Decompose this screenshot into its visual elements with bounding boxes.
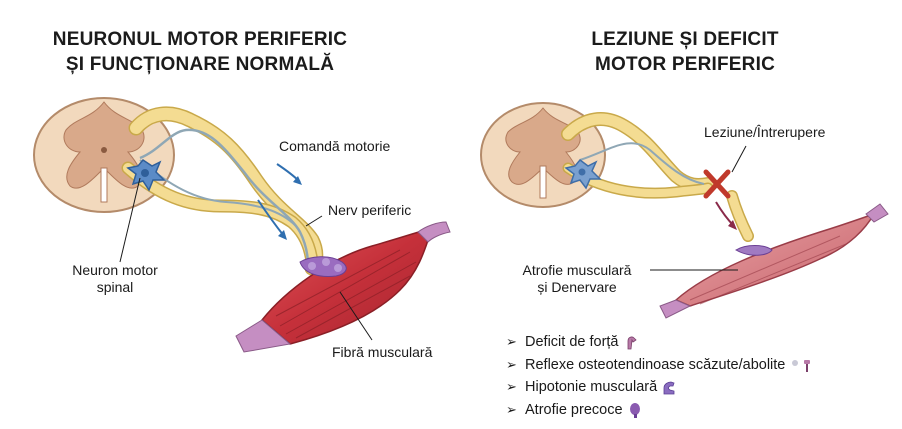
lesion-label: Leziune/Întrerupere <box>704 124 825 141</box>
neuron-label-line2: spinal <box>60 279 170 296</box>
muscle-fiber-label: Fibră musculară <box>332 344 432 361</box>
left-title-line1: NEURONUL MOTOR PERIFERIC <box>40 27 360 52</box>
symptom-item: ➢ Atrofie precoce <box>506 399 816 422</box>
weak-arm-icon <box>624 334 638 350</box>
atrophy-muscle-icon <box>628 402 642 418</box>
symptom-text: Hipotonie musculară <box>525 376 657 399</box>
symptom-list: ➢ Deficit de forță ➢ Reflexe osteotendin… <box>506 331 816 421</box>
symptom-item: ➢ Deficit de forță <box>506 331 816 354</box>
symptom-item: ➢ Reflexe osteotendinoase scăzute/abolit… <box>506 354 816 377</box>
left-title: NEURONUL MOTOR PERIFERIC ȘI FUNCȚIONARE … <box>40 27 360 77</box>
atrophy-label-line1: Atrofie musculară <box>502 262 652 279</box>
bullet-arrow-icon: ➢ <box>506 399 518 422</box>
motor-command-label: Comandă motorie <box>279 138 390 155</box>
right-atrophied-muscle <box>660 204 888 318</box>
atrophy-label-line2: și Denervare <box>502 279 652 296</box>
right-title: LEZIUNE ȘI DEFICIT MOTOR PERIFERIC <box>555 27 815 77</box>
peripheral-nerve-label: Nerv periferic <box>328 202 411 219</box>
bullet-arrow-icon: ➢ <box>506 354 518 377</box>
right-title-line1: LEZIUNE ȘI DEFICIT <box>555 27 815 52</box>
symptom-text: Reflexe osteotendinoase scăzute/abolite <box>525 354 785 377</box>
symptom-text: Deficit de forță <box>525 331 619 354</box>
bullet-arrow-icon: ➢ <box>506 376 518 399</box>
reflex-hammer-icon <box>790 357 816 373</box>
left-skeletal-muscle <box>236 222 450 352</box>
left-title-line2: ȘI FUNCȚIONARE NORMALĂ <box>40 52 360 77</box>
symptom-text: Atrofie precoce <box>525 399 623 422</box>
bullet-arrow-icon: ➢ <box>506 331 518 354</box>
atrophy-label: Atrofie musculară și Denervare <box>502 262 652 296</box>
right-title-line2: MOTOR PERIFERIC <box>555 52 815 77</box>
symptom-item: ➢ Hipotonie musculară <box>506 376 816 399</box>
neuron-label-line1: Neuron motor <box>60 262 170 279</box>
flexed-arm-icon <box>662 379 676 395</box>
spinal-motor-neuron-label: Neuron motor spinal <box>60 262 170 296</box>
